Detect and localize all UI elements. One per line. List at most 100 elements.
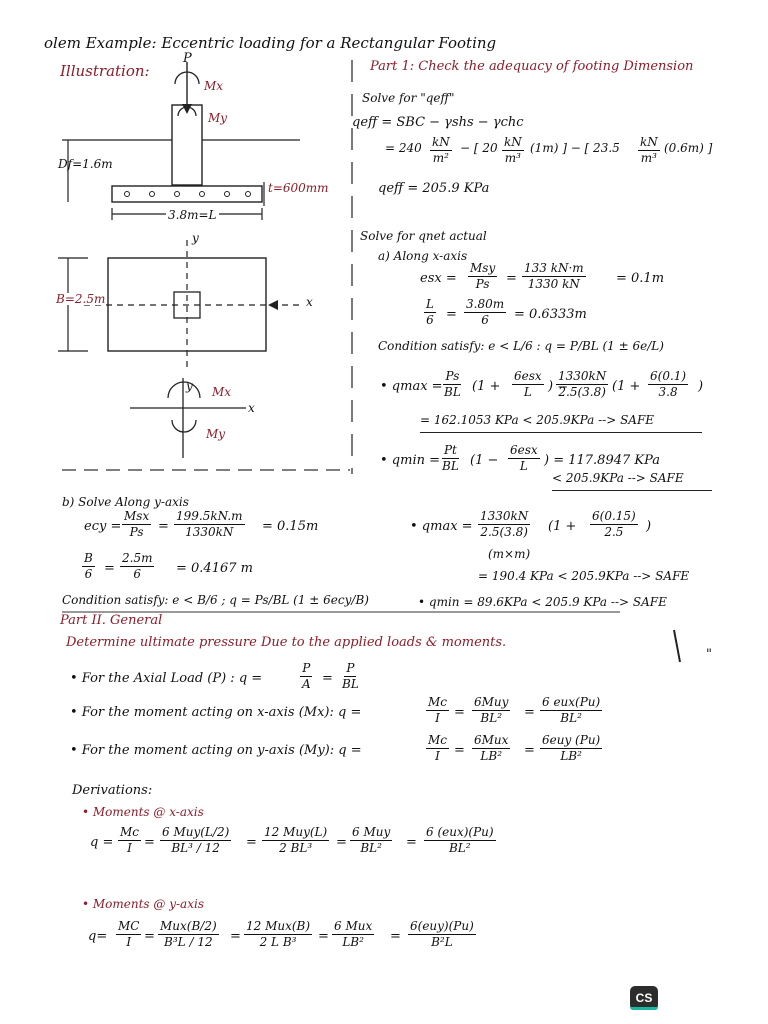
qmin-y-result: • qmin = 89.6KPa < 205.9 KPa --> SAFE — [418, 595, 667, 609]
step-qnet: Solve for qnet actual — [360, 229, 487, 243]
qeff-sub-4: (0.6m) ] — [664, 141, 713, 155]
frac: 6(0.1)3.8 — [648, 369, 689, 399]
axes-mx-label: Mx — [212, 385, 232, 399]
equals: = — [104, 561, 115, 576]
esx-result: = 0.1m — [616, 271, 665, 286]
rebar-dot — [224, 191, 230, 197]
equals: = — [144, 835, 155, 850]
equals: = — [524, 743, 535, 758]
illustration-label: Illustration: — [60, 62, 150, 80]
part2-subheading: Determine ultimate pressure Due to the a… — [66, 635, 507, 650]
part1-heading: Part 1: Check the adequacy of footing Di… — [370, 59, 694, 74]
qmax-x-result: = 162.1053 KPa < 205.9KPa --> SAFE — [420, 413, 655, 427]
axes-y-label: y — [186, 379, 193, 393]
dy-lhs: q= — [88, 929, 108, 944]
moments-x-label: • Moments @ x-axis — [82, 805, 204, 819]
equals: = — [336, 835, 347, 850]
frac: Mux(B/2)B³L / 12 — [158, 919, 219, 949]
margin-stroke — [673, 629, 681, 663]
equals: = — [158, 519, 169, 534]
load-arrowhead — [182, 104, 192, 114]
paren: ) — [646, 519, 652, 534]
qmax-y-lhs: • qmax = — [410, 519, 473, 534]
qmin-x-safe: < 205.9KPa --> SAFE — [552, 471, 684, 485]
logo-text: CS — [635, 991, 653, 1005]
frac: 6(0.15)2.5 — [590, 509, 638, 539]
equals: = — [390, 929, 401, 944]
qeff-sub-2: − [ 20 — [460, 141, 498, 155]
mx-label: • For the moment acting on x-axis (Mx): … — [70, 705, 362, 720]
equals: = — [506, 271, 517, 286]
page-title: olem Example: Eccentric loading for a Re… — [44, 34, 497, 52]
frac: 6euy (Pu)LB² — [540, 733, 603, 763]
equals: = — [230, 929, 241, 944]
rebar-dot — [245, 191, 251, 197]
l6-result: = 0.6333m — [514, 307, 587, 322]
moment-mx-label: Mx — [204, 79, 224, 93]
moment-my-curl — [177, 106, 197, 117]
equals: = — [454, 743, 465, 758]
condition-x: Condition satisfy: e < L/6 : q = P/BL (1… — [378, 339, 664, 353]
dx-lhs: q = — [90, 835, 114, 850]
equals: = — [524, 705, 535, 720]
paren: ) — [698, 379, 704, 394]
qeff-formula: qeff = SBC − γshs − γchc — [352, 115, 524, 130]
ecy-result: = 0.15m — [262, 519, 319, 534]
axes-x-label: x — [248, 401, 255, 415]
qmax-x-lhs: • qmax = — [380, 379, 443, 394]
frac: 12 Muy(L)2 BL³ — [262, 825, 330, 855]
length-label: 3.8m=L — [166, 208, 219, 222]
frac: 6(euy)(Pu)B²L — [408, 919, 476, 949]
qeff-result: qeff = 205.9 KPa — [378, 181, 490, 196]
thickness-label: t=600mm — [268, 181, 329, 195]
qmax-y-result: = 190.4 KPa < 205.9KPa --> SAFE — [478, 569, 690, 583]
moments-y-label: • Moments @ y-axis — [82, 897, 204, 911]
along-x-label: a) Along x-axis — [378, 249, 468, 263]
margin-mark: " — [706, 647, 712, 662]
equals: = — [318, 929, 329, 944]
derivations-label: Derivations: — [72, 783, 153, 798]
rebar-dot — [199, 191, 205, 197]
rebar-dot — [149, 191, 155, 197]
load-p-label: P — [183, 51, 192, 66]
along-y-label: b) Solve Along y-axis — [62, 495, 189, 509]
frac: 12 Mux(B)2 L B³ — [244, 919, 313, 949]
column-shape — [171, 104, 203, 186]
qmax-y-unit: (m×m) — [488, 547, 531, 561]
ecy-lhs: ecy = — [84, 519, 122, 534]
x-axis-label: x — [306, 295, 313, 309]
frac: 6 (eux)(Pu)BL² — [424, 825, 496, 855]
camscanner-logo: CS — [630, 986, 658, 1010]
condition-y: Condition satisfy: e < B/6 ; q = Ps/BL (… — [62, 593, 369, 607]
moment-mx-curl — [174, 71, 200, 85]
axial-label: • For the Axial Load (P) : q = — [70, 671, 263, 686]
axes-mx-curl — [167, 381, 201, 399]
underline — [420, 432, 702, 433]
moment-my-label: My — [208, 111, 228, 125]
equals: = — [406, 835, 417, 850]
